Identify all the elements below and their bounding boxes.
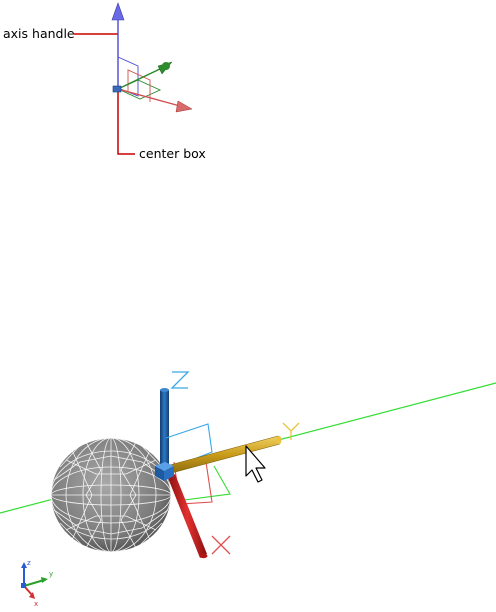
small-move-gizmo bbox=[74, 3, 192, 154]
y-axis-letter: Y bbox=[283, 423, 299, 440]
small-z-arrow-icon[interactable] bbox=[112, 3, 124, 20]
axis-handle-label: axis handle bbox=[3, 27, 75, 41]
small-x-axis-handle[interactable] bbox=[118, 89, 180, 106]
small-x-arrow-icon[interactable] bbox=[176, 101, 192, 112]
ucs-x-label: x bbox=[34, 600, 38, 608]
svg-text:Z: Z bbox=[180, 383, 181, 385]
x-axis-letter: X bbox=[212, 536, 230, 554]
arrow-pointer-icon bbox=[246, 446, 265, 482]
ucs-icon: z y x bbox=[21, 559, 53, 608]
ucs-y-label: y bbox=[49, 570, 53, 578]
small-y-axis-handle[interactable] bbox=[118, 68, 162, 89]
svg-text:X: X bbox=[221, 547, 222, 549]
small-xy-plane bbox=[118, 80, 160, 99]
ucs-z-label: z bbox=[27, 559, 31, 567]
x-axis-handle[interactable] bbox=[168, 474, 207, 558]
center-box-label: center box bbox=[139, 147, 206, 161]
center-box-callout-line bbox=[118, 92, 135, 154]
z-axis-letter: Z bbox=[172, 372, 188, 388]
small-center-box[interactable] bbox=[113, 86, 121, 92]
wireframe-sphere bbox=[51, 438, 171, 552]
large-move-gizmo: Z Y X bbox=[155, 372, 299, 558]
z-axis-handle[interactable] bbox=[160, 390, 169, 470]
